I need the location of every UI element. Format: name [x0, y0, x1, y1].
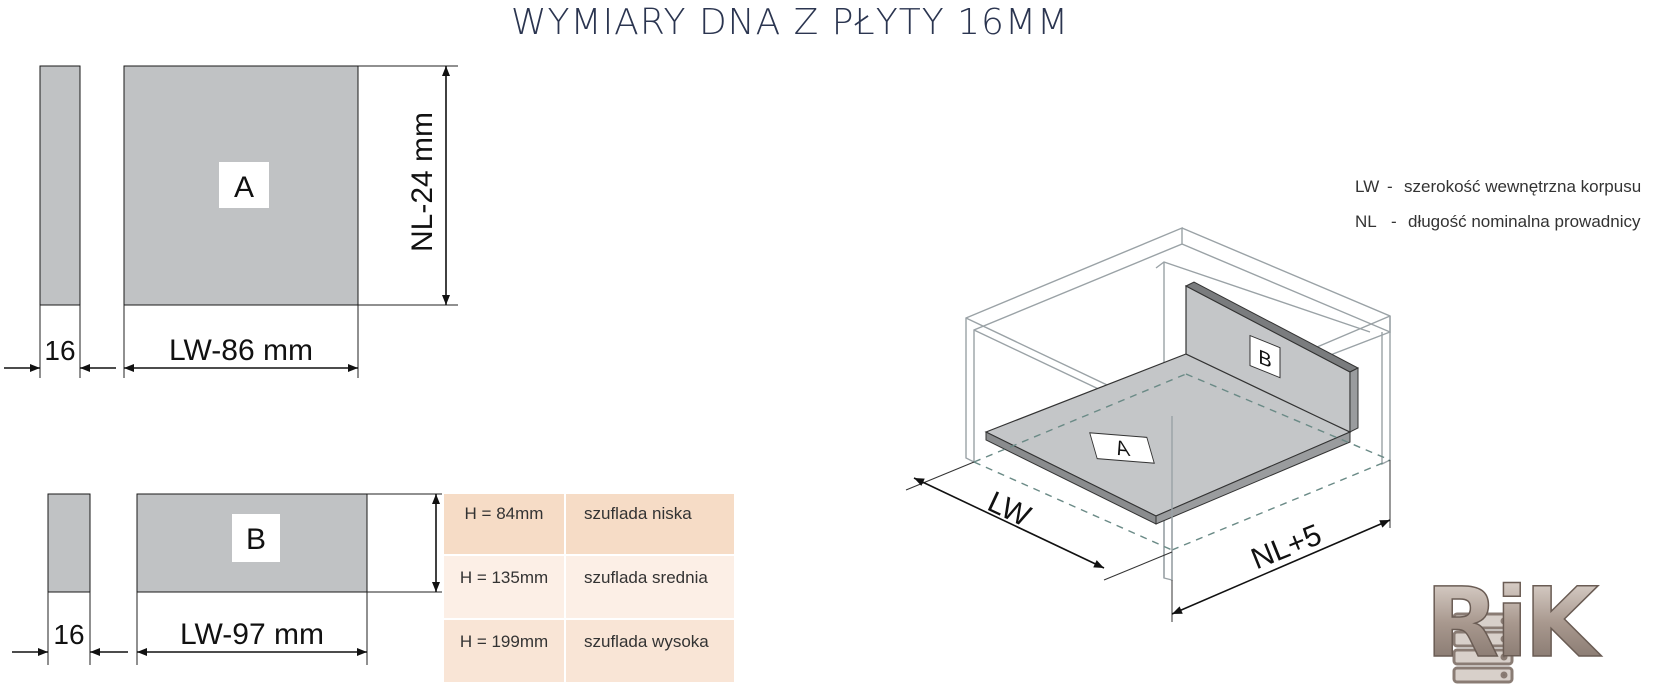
panel-b-thickness-label: 16 [53, 619, 84, 650]
page-title: WYMIARY DNA Z PŁYTY 16MM [511, 2, 1069, 43]
legend-nl-abbr: NL [1355, 212, 1377, 231]
logo-drawer-icon [1452, 612, 1514, 684]
table-row-1-desc: szuflada niska [584, 504, 692, 523]
logo-text: RiK [1425, 567, 1602, 679]
panel-b-label-box [232, 514, 280, 562]
panel-a-label-box [219, 162, 269, 208]
panel-a-edge-view [39, 65, 81, 306]
legend-nl-desc: długość nominalna prowadnicy [1408, 212, 1641, 231]
panel-a-group: A 16 LW-86 mm NL-24 mm [4, 65, 458, 378]
table-row-3-desc: szuflada wysoka [584, 632, 709, 651]
table-row-1-height: H = 84mm [465, 504, 544, 523]
cabinet-nl-label: NL+5 [1247, 518, 1327, 576]
panel-b-width-label: LW-97 mm [180, 618, 324, 651]
cabinet-lw-label: LW [983, 485, 1036, 533]
table-row-1-bg [444, 494, 734, 554]
panel-a-length-label: NL-24 mm [406, 112, 439, 252]
cabinet-lw-arrow [913, 477, 1105, 569]
panel-b-letter: B [246, 523, 266, 556]
cabinet-nl-arrow [1171, 519, 1391, 615]
panel-b-group: B 16 LW-97 mm [12, 493, 442, 665]
table-row-3-height: H = 199mm [460, 632, 548, 651]
table-row-2-bg [444, 556, 734, 618]
legend-lw-desc: szerokość wewnętrzna korpusu [1404, 177, 1641, 196]
panel-a-thickness-label: 16 [44, 335, 75, 366]
panel-a-width-label: LW-86 mm [169, 334, 313, 367]
table-row-3-bg [444, 620, 734, 682]
panel-a-letter: A [234, 171, 254, 204]
table-row-2-height: H = 135mm [460, 568, 548, 587]
legend-lw-abbr: LW [1355, 177, 1379, 196]
cabinet-illustration: B A LW NL+5 [905, 226, 1391, 622]
legend: LW - szerokość wewnętrzna korpusu NL - d… [1355, 177, 1641, 231]
cabinet-label-b-box [1249, 334, 1281, 379]
panel-b-edge-view [47, 493, 91, 593]
rik-logo: RiK [1425, 566, 1607, 684]
cabinet-label-b: B [1258, 346, 1271, 374]
svg-text:-: - [1391, 212, 1397, 231]
table-row-2-desc: szuflada srednia [584, 568, 708, 587]
cabinet-label-a-box [1089, 432, 1155, 464]
height-table: H = 84mm szuflada niska H = 135mm szufla… [444, 494, 734, 682]
svg-text:-: - [1387, 177, 1393, 196]
